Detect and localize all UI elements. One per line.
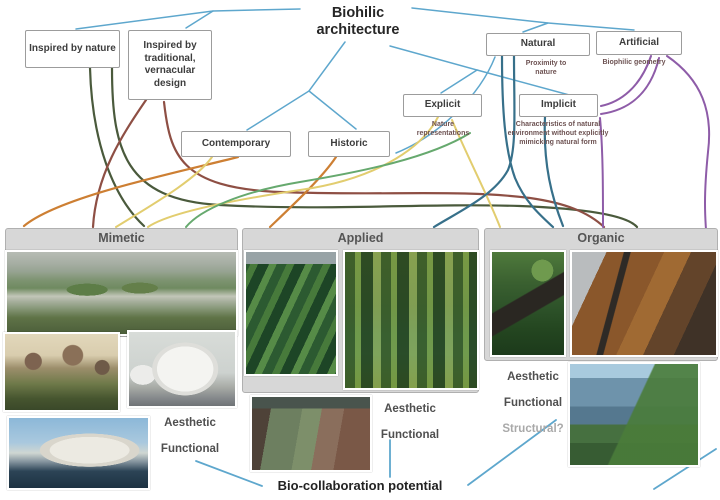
connector-line [467,419,557,486]
node-artificial: Artificial [596,31,682,55]
connector-line [432,54,516,229]
node-contemporary: Contemporary [181,131,291,157]
connector-line [308,90,357,130]
organic-labels: Aesthetic Functional Structural? [496,364,570,442]
connector-line [389,45,479,94]
label-functional: Functional [503,397,563,409]
node-explicit: Explicit [403,94,482,117]
connector-line [599,117,604,228]
connector-line [185,10,214,29]
connector-line [22,155,240,228]
photo-supertree-structures [3,332,120,412]
label-aesthetic: Aesthetic [384,403,436,415]
connector-line [246,41,346,131]
node-inspired-by-nature: Inspired by nature [25,30,120,68]
connector-line [653,448,717,490]
photo-hanging-vine-facade [343,250,479,390]
light-green-lines [185,132,471,228]
label-aesthetic: Aesthetic [507,371,559,383]
connector-line [115,156,213,228]
connector-line [547,22,635,31]
caption-proximity-to-nature: Proximity to nature [525,60,567,77]
applied-labels: Aesthetic Functional [374,396,446,448]
connector-line [195,460,263,487]
maroon-lines [91,98,606,229]
node-natural: Natural [486,33,590,56]
photo-white-curved-building-waterfront [7,416,150,490]
photo-forest-cabin [490,250,566,357]
connector-line [268,155,338,229]
connector-line [411,7,549,33]
photo-green-roof-building-aerial [5,250,238,336]
bio-collaboration-potential-label: Bio-collaboration potential [277,478,443,493]
connector-line [543,115,565,228]
label-aesthetic: Aesthetic [164,417,216,429]
blue-convergence-lines [195,419,717,490]
section-header-mimetic: Mimetic [98,231,145,245]
photo-angular-timber-building [570,250,718,357]
connector-line [162,100,606,229]
caption-characteristics-natural-environment: Characteristics of natural environment w… [507,121,609,147]
connector-line [91,98,148,229]
connector-line [88,66,146,228]
connector-line [600,57,660,115]
caption-biophilic-geometry: Biophilic geometry [602,59,666,66]
photo-green-wall [244,250,338,376]
section-header-organic: Organic [577,231,625,245]
connector-line [500,54,555,229]
label-functional: Functional [160,443,220,455]
caption-nature-representations: Nature representations [416,121,470,138]
node-inspired-by-traditional: Inspired by traditional, vernacular desi… [128,30,212,100]
photo-water-courtyard [250,395,372,472]
photo-white-egg-building [127,330,237,408]
teal-lines [432,54,565,229]
diagram-title: Biohilic architecture [316,5,400,39]
node-implicit: Implicit [519,94,598,117]
label-structural-question: Structural? [502,423,564,435]
connector-line [451,119,501,228]
orange-lines [22,155,338,229]
yellow-lines [115,116,501,228]
node-historic: Historic [308,131,390,157]
connector-line [185,132,471,228]
photo-green-terraced-tower [568,362,700,467]
mimetic-labels: Aesthetic Functional [150,410,230,462]
section-header-applied: Applied [337,231,384,245]
connector-line [600,55,652,107]
connector-line [147,116,439,228]
label-functional: Functional [380,429,440,441]
